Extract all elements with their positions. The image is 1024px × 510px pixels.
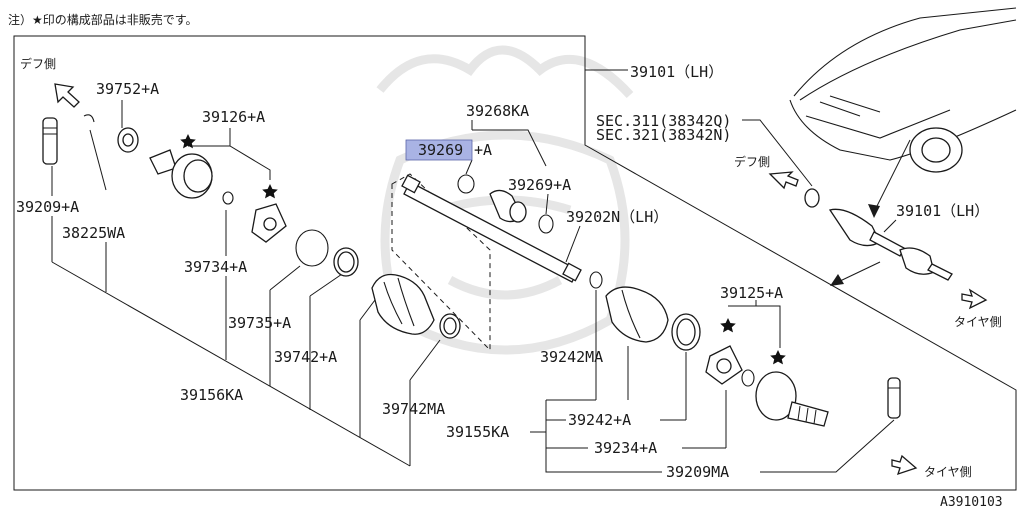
leader-39735-diag — [269, 265, 301, 291]
part-39242a-boot[interactable] — [605, 286, 669, 343]
part-38225-clip[interactable] — [83, 114, 95, 123]
shaft-assembly-dashed-box — [391, 173, 491, 352]
star-icon — [262, 184, 278, 199]
pointer-line-2 — [837, 261, 881, 283]
diff-side-label-left: デフ側 — [20, 56, 56, 71]
label-39752[interactable]: 39752+A — [96, 80, 159, 98]
part-39209a-cap[interactable] — [42, 117, 58, 165]
pointer-arrowhead-2 — [830, 274, 844, 286]
label-39156[interactable]: 39156KA — [180, 386, 243, 404]
vehicle-illustration — [789, 7, 1017, 173]
label-39268[interactable]: 39268KA — [466, 102, 529, 120]
bracket-39125 — [728, 305, 781, 348]
part-39268-damper[interactable] — [489, 189, 527, 223]
leader-38225-upper — [89, 129, 107, 191]
part-boot-band-right[interactable] — [671, 313, 701, 351]
part-39202-shaft[interactable] — [401, 174, 582, 283]
label-sec-321[interactable]: SEC.321(38342N) — [596, 126, 731, 144]
bracket-39126 — [188, 145, 271, 180]
part-39209ma-cap[interactable] — [887, 377, 901, 419]
label-baseline — [51, 261, 411, 467]
part-39234-ring[interactable] — [741, 369, 755, 387]
part-39742a-band[interactable] — [333, 247, 359, 277]
leader-sec — [742, 119, 813, 187]
leader-39209ma — [760, 419, 895, 473]
label-39269-highlight[interactable]: 39269 — [418, 141, 463, 159]
leader-39101-lh — [883, 219, 897, 233]
part-39269-clamp-right[interactable] — [538, 214, 554, 234]
note-text: 注）★印の構成部品は非販売です。 — [8, 12, 198, 27]
tire-side-label-bottom: タイヤ側 — [924, 465, 972, 479]
label-39269-highlight-suffix[interactable]: +A — [474, 141, 492, 159]
label-39209ma[interactable]: 39209MA — [666, 463, 729, 481]
label-39242ma[interactable]: 39242MA — [540, 348, 603, 366]
part-spider-inner[interactable] — [251, 203, 287, 243]
diagram-frame — [13, 35, 1017, 491]
part-39734-ring[interactable] — [222, 191, 234, 205]
part-39735-clamp[interactable] — [295, 229, 329, 267]
leader-39269-hl — [465, 159, 473, 175]
part-39742ma-clamp[interactable] — [439, 313, 461, 339]
leader-39269 — [545, 193, 549, 215]
label-39742ma[interactable]: 39742MA — [382, 400, 445, 418]
part-39156-boot[interactable] — [371, 273, 435, 335]
part-39125-spider[interactable] — [705, 345, 743, 385]
label-39269[interactable]: 39269+A — [508, 176, 571, 194]
star-icon — [180, 134, 196, 149]
pointer-arrowhead — [868, 204, 880, 218]
label-39202[interactable]: 39202N（LH） — [566, 208, 668, 226]
label-39242a[interactable]: 39242+A — [568, 411, 631, 429]
diff-side-arrow-right — [768, 171, 799, 190]
label-39735[interactable]: 39735+A — [228, 314, 291, 332]
part-39242ma-clamp[interactable] — [589, 271, 603, 289]
label-39742a[interactable]: 39742+A — [274, 348, 337, 366]
label-sec-311[interactable]: SEC.311(38342Q) — [596, 112, 731, 130]
label-39126[interactable]: 39126+A — [202, 108, 265, 126]
part-39752-seal[interactable] — [117, 127, 139, 153]
label-39234[interactable]: 39234+A — [594, 439, 657, 457]
tire-side-arrow-right — [961, 288, 988, 310]
highlight-box — [405, 139, 473, 161]
tire-side-label-right: タイヤ側 — [954, 315, 1002, 329]
star-icon — [720, 318, 736, 333]
bracket-39155 — [545, 400, 662, 473]
label-39101-lh[interactable]: 39101（LH） — [896, 202, 989, 220]
diagram-code: A3910103 — [940, 495, 1003, 510]
leader-39742ma-diag — [409, 339, 441, 381]
label-39125[interactable]: 39125+A — [720, 284, 783, 302]
leader-39742a-diag — [309, 271, 346, 297]
label-39734[interactable]: 39734+A — [184, 258, 247, 276]
bracket-39268 — [471, 120, 547, 167]
part-39126-joint[interactable] — [149, 149, 213, 199]
pointer-line — [873, 139, 911, 213]
leader-39202 — [565, 225, 581, 263]
diff-side-arrow-left — [54, 83, 80, 108]
diff-side-label-right: デフ側 — [734, 154, 770, 169]
part-39269-clamp-small[interactable] — [457, 174, 475, 194]
part-39101-lh-small[interactable] — [804, 188, 953, 281]
label-39209a[interactable]: 39209+A — [16, 198, 79, 216]
label-39101-lh-top[interactable]: 39101（LH） — [630, 63, 723, 81]
label-38225[interactable]: 38225WA — [62, 224, 125, 242]
label-39155[interactable]: 39155KA — [446, 423, 509, 441]
part-outer-joint[interactable] — [755, 371, 829, 427]
tire-side-arrow-bottom — [891, 454, 918, 476]
star-icon — [770, 350, 786, 365]
